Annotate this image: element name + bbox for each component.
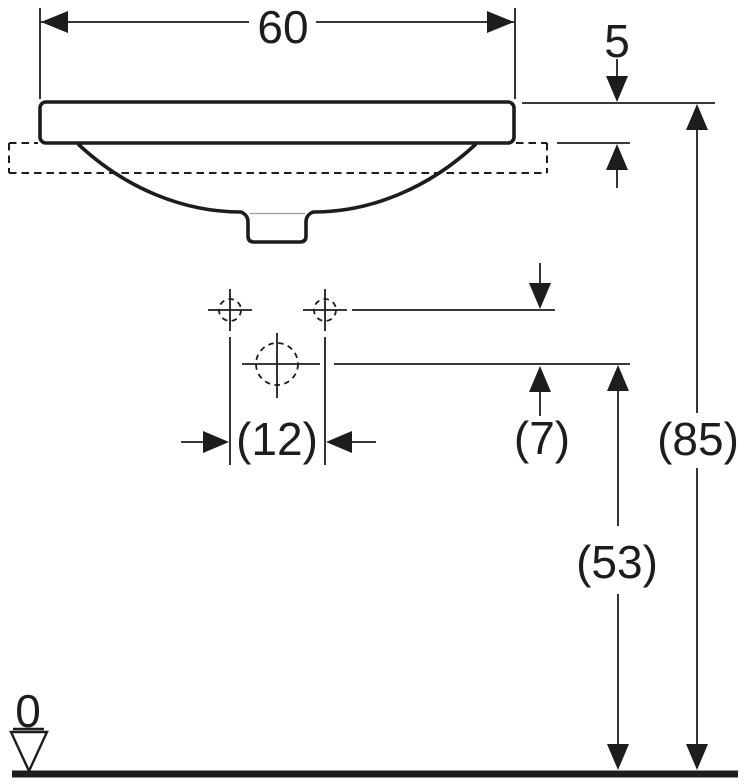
dim-overall-width-label: 60: [257, 1, 308, 53]
dim-tap-hole-offset: (7): [334, 263, 630, 464]
tap-hole-circle: [218, 298, 242, 322]
dim-rim-height: 5: [522, 15, 715, 188]
dim-overall-width: 60: [39, 1, 516, 99]
basin-rim: [38, 100, 516, 145]
arrowhead-up-icon: [606, 144, 628, 170]
arrowhead-up-icon: [607, 365, 629, 391]
arrowhead-down-icon: [529, 283, 551, 309]
dim-overall-height: (85): [657, 104, 739, 770]
countertop-dashed-outline: [8, 142, 548, 174]
dim-tap-hole-offset-label: (7): [514, 412, 570, 464]
arrowhead-left-icon: [41, 11, 68, 33]
center-hole: [242, 333, 320, 398]
arrowhead-left-icon: [326, 431, 352, 453]
arrowhead-right-icon: [487, 11, 514, 33]
tap-hole-left: [208, 289, 252, 331]
dim-tap-hole-spacing-label: (12): [236, 413, 318, 465]
tap-hole-right: [303, 289, 347, 331]
floor-datum-label: 0: [15, 685, 41, 737]
dim-drain-height-label: (53): [576, 536, 658, 588]
arrowhead-right-icon: [203, 431, 229, 453]
dim-drain-height: (53): [576, 365, 658, 770]
tap-hole-circle: [313, 298, 337, 322]
dim-tap-hole-spacing: (12): [181, 337, 376, 465]
center-hole-circle: [255, 342, 299, 386]
arrowhead-down-icon: [686, 744, 708, 770]
dim-rim-height-label: 5: [604, 15, 630, 67]
arrowhead-down-icon: [606, 76, 628, 102]
arrowhead-up-icon: [529, 366, 551, 392]
floor-datum: 0: [9, 685, 738, 778]
washbasin-outline: [38, 100, 516, 244]
dim-overall-height-label: (85): [657, 413, 739, 465]
datum-level-triangle-icon: [9, 730, 49, 774]
basin-bowl-and-drain: [76, 142, 478, 244]
arrowhead-up-icon: [686, 104, 708, 130]
arrowhead-down-icon: [607, 744, 629, 770]
